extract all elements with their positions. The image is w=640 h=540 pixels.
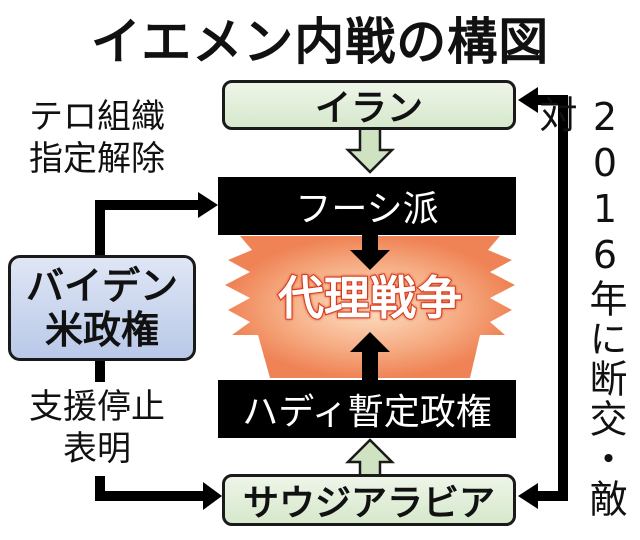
biden-administration-box: バイデン 米政権	[8, 255, 196, 361]
iran-saudi-relation-label: 2016年に断交・敵対	[533, 95, 627, 519]
arrow-houthi-to-war	[350, 234, 390, 270]
support-stop-line2: 表明	[63, 429, 131, 469]
biden-line2: 米政権	[44, 308, 159, 352]
saudi-box: サウジアラビア	[222, 474, 516, 526]
houthi-box: フーシ派	[218, 177, 516, 235]
delist-line2: 指定解除	[29, 139, 165, 179]
arrow-biden-to-saudi	[95, 476, 205, 501]
support-stop-line1: 支援停止	[29, 387, 165, 427]
arrow-saudi-to-hadi	[344, 438, 396, 478]
delist-label: テロ組織 指定解除	[2, 96, 192, 180]
hadi-box: ハディ暫定政権	[218, 380, 516, 438]
diagram-title: イエメン内戦の構図	[90, 13, 550, 71]
delist-line1: テロ組織	[29, 97, 165, 137]
proxy-war-label: 代理戦争	[277, 270, 463, 326]
line-iran-saudi	[535, 95, 568, 501]
arrow-hadi-to-war	[350, 332, 390, 380]
burst-shape	[225, 236, 515, 378]
support-stop-label: 支援停止 表明	[2, 386, 192, 470]
iran-box: イラン	[222, 80, 516, 130]
arrow-iran-to-houthi	[344, 126, 396, 174]
arrow-biden-to-houthi	[95, 200, 200, 256]
biden-line1: バイデン	[25, 264, 178, 308]
